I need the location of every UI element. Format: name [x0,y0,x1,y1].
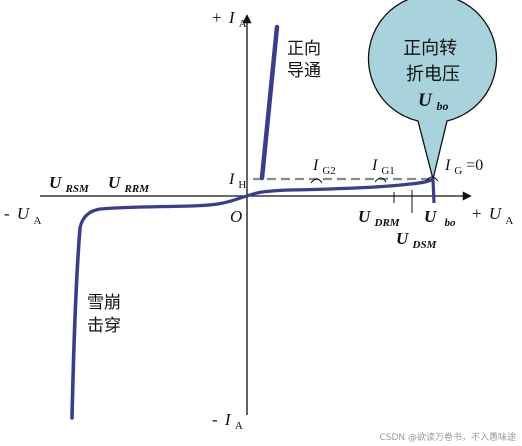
origin-label: O [230,207,242,226]
forward-blocking-curve [246,177,436,204]
udsm-label: U DSM [396,229,438,251]
minus-ia-label: - I A [212,410,243,432]
reverse-blocking-curve [78,194,248,229]
ursm-label: U RSM [49,173,90,195]
ig2-indicator-arc [310,178,323,184]
watermark-text: CSDN @欲读万卷书，不入愚味途 [379,431,516,443]
ubo-axis-label: U bo [424,207,456,229]
ig1-label: I G1 [371,157,395,177]
breakover-callout-bubble [367,0,498,180]
callout-ubo-label: U bo [418,90,448,113]
forward-conduction-label: 正向 导通 [287,39,326,81]
callout-title: 正向转 折电压 [403,38,463,85]
ih-label: I H [228,171,246,191]
plus-ia-label: + I A [212,8,247,30]
urrm-label: U RRM [108,173,150,195]
ig2-label: I G2 [312,157,336,177]
ig0-label: I G =0 [444,157,483,178]
ig0-indicator-arc [425,176,439,182]
avalanche-breakdown-label: 雪崩 击穿 [87,293,126,336]
plus-ua-label: + U A [472,204,513,227]
avalanche-breakdown-curve [70,226,82,420]
udrm-label: U DRM [358,207,401,229]
minus-ua-label: - U A [4,204,41,227]
forward-conduction-curve [259,24,280,181]
ig1-indicator-arc [374,177,387,183]
